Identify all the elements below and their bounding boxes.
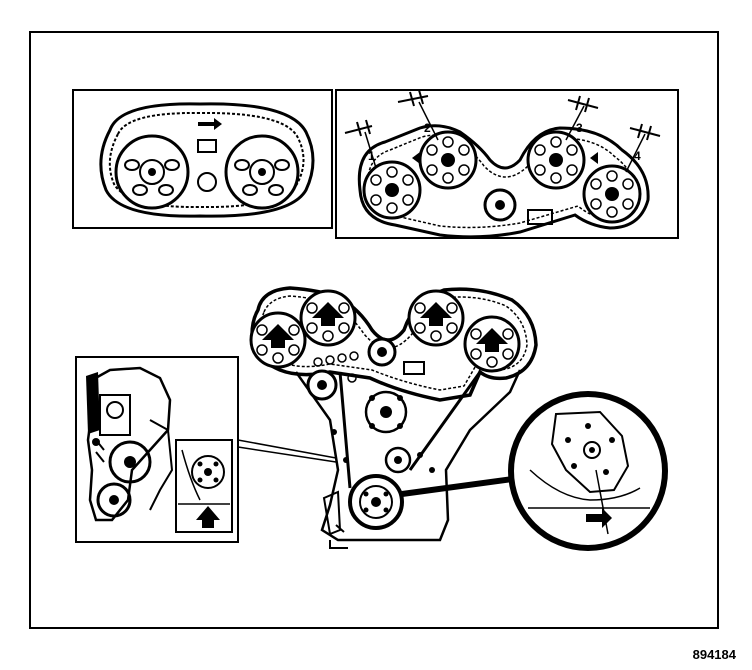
main-cam-pulley-2 bbox=[299, 289, 357, 347]
timing-mark-2: 2 bbox=[424, 121, 431, 135]
magnified-crank-detail bbox=[508, 391, 668, 551]
up-arrow-icon bbox=[196, 506, 220, 528]
figure-reference-code: 894184 bbox=[692, 647, 736, 662]
right-arrow-icon bbox=[586, 508, 612, 528]
panel-cam-pulleys: 1 2 3 4 bbox=[335, 89, 679, 239]
pulley-arrow-icon bbox=[262, 324, 294, 348]
timing-belt-top bbox=[357, 124, 650, 239]
main-cam-pulley-1 bbox=[249, 311, 307, 369]
panel-side-detail bbox=[75, 356, 239, 543]
panel-cover-view bbox=[72, 89, 333, 229]
figure-frame bbox=[29, 31, 719, 629]
engine-front-view bbox=[249, 286, 538, 549]
timing-mark-4: 4 bbox=[634, 149, 641, 163]
arrow-icon bbox=[198, 118, 222, 130]
pulley-arrow-icon bbox=[476, 328, 508, 352]
pulley-arrow-icon bbox=[312, 302, 344, 326]
main-cam-pulley-3 bbox=[407, 289, 465, 347]
belt-cover-outline bbox=[99, 102, 315, 218]
main-cam-pulley-4 bbox=[463, 315, 521, 373]
pulley-arrow-icon bbox=[420, 302, 452, 326]
timing-mark-3: 3 bbox=[576, 121, 583, 135]
timing-mark-1: 1 bbox=[368, 149, 375, 163]
